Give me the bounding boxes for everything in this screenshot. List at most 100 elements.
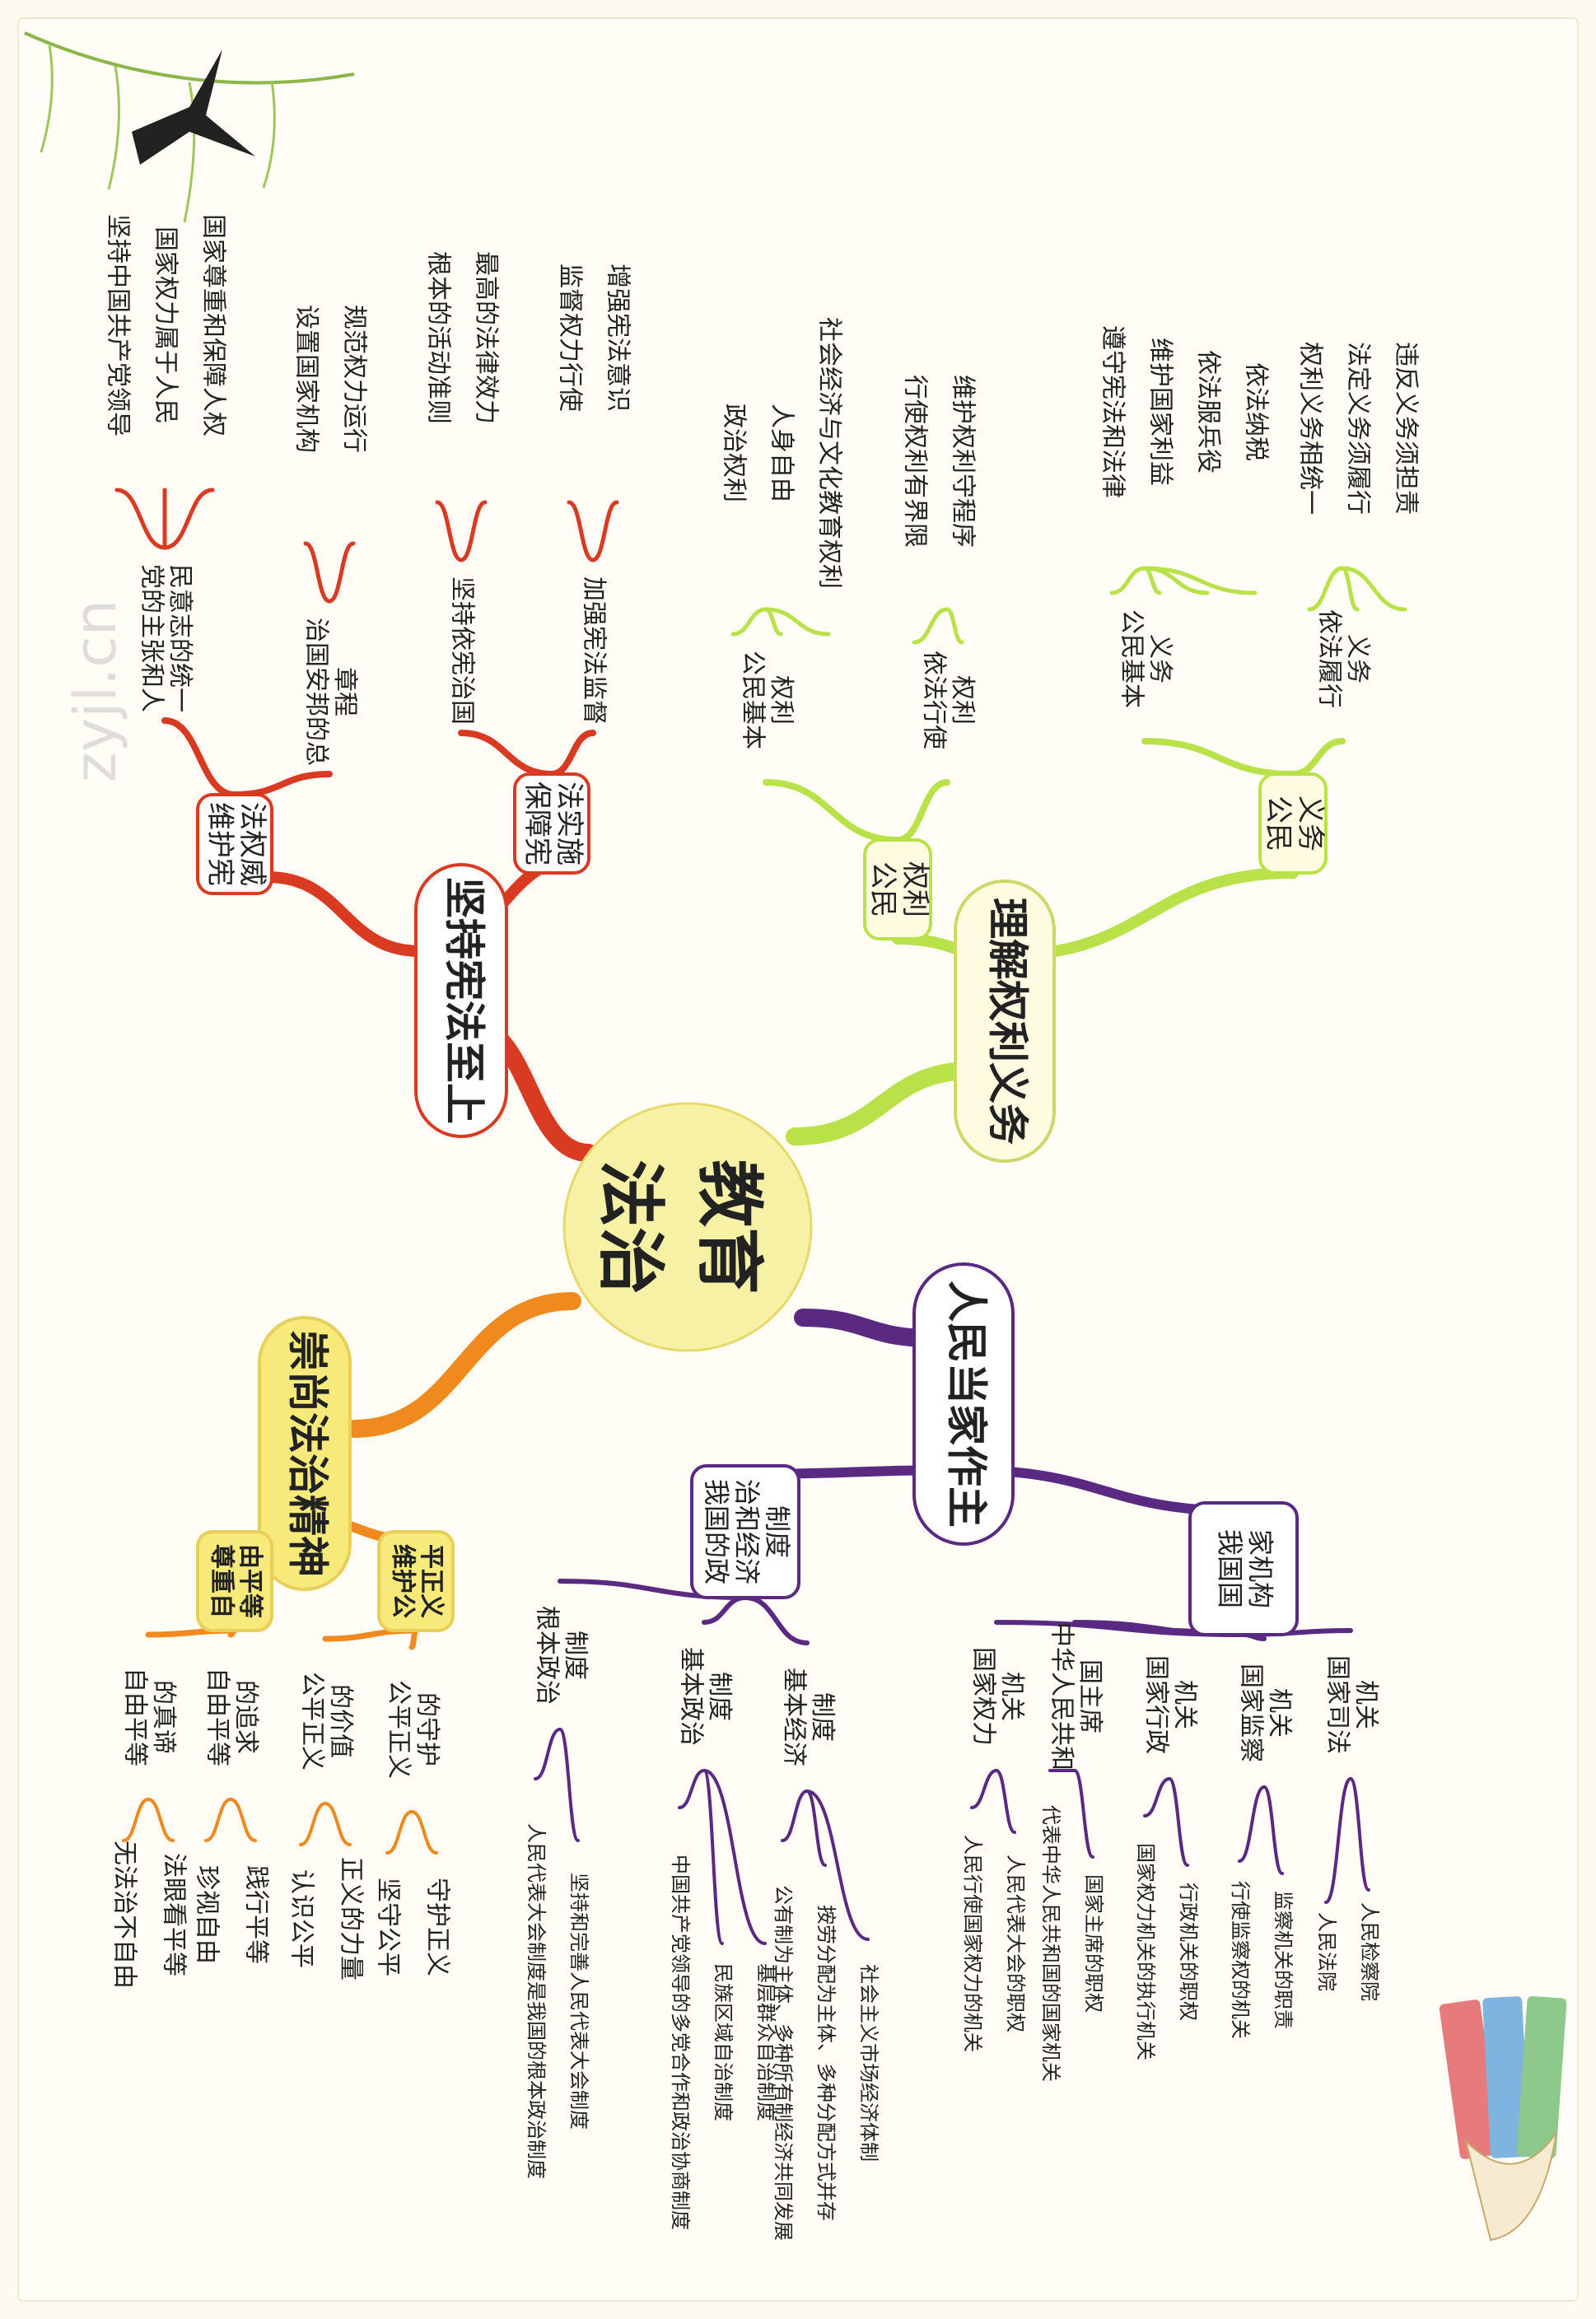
sub-label: 权利 xyxy=(898,861,931,917)
connector-line xyxy=(114,488,167,550)
sub-node[interactable] xyxy=(1188,1501,1299,1636)
connector-line xyxy=(1141,738,1296,777)
leaf-label: 中国共产党领导的多党合作和政治协商制度 xyxy=(669,1855,692,2230)
leaf-label: 国家主席的职权 xyxy=(1082,1874,1105,2013)
branch-node-rule-of-law-spirit[interactable] xyxy=(258,1316,352,1591)
group-label: 义务 xyxy=(1343,634,1372,684)
connector-line xyxy=(786,1062,981,1146)
group-label: 中华人民共和 xyxy=(1047,1622,1076,1771)
sub-label: 义务 xyxy=(1294,796,1327,852)
sub-node[interactable] xyxy=(863,838,932,940)
group-label: 国家权力 xyxy=(968,1647,997,1746)
connector-line xyxy=(229,1798,257,1842)
connector-line xyxy=(1262,1785,1284,1875)
connector-line xyxy=(1349,1777,1370,1892)
connector-line xyxy=(1168,1777,1189,1867)
leaf-label: 人民检察院 xyxy=(1358,1902,1381,2001)
connector-line xyxy=(162,488,215,550)
sub-node[interactable] xyxy=(377,1530,455,1632)
group-label: 公平正义 xyxy=(297,1672,326,1771)
connector-line xyxy=(458,730,555,777)
group-label: 基本政治 xyxy=(676,1647,705,1746)
leaf-label: 维护国家利益 xyxy=(1146,338,1175,486)
sub-label: 由平等 xyxy=(236,1544,264,1618)
connector-line xyxy=(303,541,332,604)
connector-line xyxy=(590,500,619,562)
center-node[interactable]: 法治 教育 xyxy=(562,1102,813,1352)
group-label: 国家监察 xyxy=(1236,1663,1265,1762)
group-label: 机关 xyxy=(1170,1680,1199,1729)
leaf-label: 人民代表大会制度是我国的根本政治制度 xyxy=(525,1823,548,2179)
sub-node[interactable] xyxy=(196,1530,273,1632)
group-label: 制度 xyxy=(561,1631,590,1680)
leaf-label: 维护权利守程序 xyxy=(949,375,978,548)
sub-label: 维护公 xyxy=(388,1544,417,1618)
sub-label: 法权威 xyxy=(236,802,268,886)
group-label: 机关 xyxy=(1351,1680,1380,1729)
branch-node-uphold-constitution[interactable] xyxy=(414,863,508,1138)
sub-node[interactable] xyxy=(1258,772,1328,875)
sub-node[interactable] xyxy=(196,793,273,895)
leaf-label: 人民法院 xyxy=(1315,1912,1338,1991)
connector-line xyxy=(161,717,238,798)
connector-line xyxy=(702,1769,724,1945)
branch-nodes: 坚持宪法至上维护宪法权威党的主张和人民意志的统一坚持中国共产党领导国家权力属于人… xyxy=(104,214,1421,2241)
leaf-label: 政治权利 xyxy=(720,404,749,502)
connector-line xyxy=(1238,1785,1266,1863)
leaf-label: 遵守宪法和法律 xyxy=(1099,325,1127,498)
branch-label: 理解权利义务 xyxy=(984,898,1032,1145)
leaf-label: 认识公平 xyxy=(287,1869,316,1968)
group-label: 依法履行 xyxy=(1314,609,1343,708)
connector-line xyxy=(945,607,964,645)
connector-line xyxy=(558,1728,580,1842)
leaf-label: 依法纳税 xyxy=(1242,362,1271,461)
connector-line xyxy=(435,500,464,562)
leaf-label: 无法治不自由 xyxy=(110,1841,139,1989)
group-label: 公民基本 xyxy=(738,651,767,749)
connector-line xyxy=(408,1627,419,1650)
sub-label: 保障宪 xyxy=(520,782,553,866)
leaf-label: 公有制为主体、多种所有制经济共同发展 xyxy=(772,1885,795,2241)
leaf-label: 人身自由 xyxy=(768,404,796,502)
connector-line xyxy=(567,500,595,562)
connector-line xyxy=(410,1810,438,1855)
group-label: 自由平等 xyxy=(203,1668,231,1766)
branch-label: 坚持宪法至上 xyxy=(441,877,488,1124)
leaf-label: 民族区域自治制度 xyxy=(712,1963,735,2121)
leaf-label: 国家权力属于人民 xyxy=(152,226,180,424)
connector-line xyxy=(781,1789,809,1842)
leaf-label: 规范权力运行 xyxy=(340,305,369,453)
connector-line xyxy=(459,500,488,562)
branch-node-rights-duties[interactable] xyxy=(954,880,1056,1163)
connector-line xyxy=(678,1769,706,1809)
group-label: 公平正义 xyxy=(384,1680,413,1779)
connector-line xyxy=(1324,1777,1352,1904)
group-label: 国家行政 xyxy=(1141,1655,1170,1754)
connector-line xyxy=(894,779,950,843)
sub-node[interactable] xyxy=(513,772,590,875)
group-label: 权利 xyxy=(767,675,796,725)
leaf-label: 监督权力行使 xyxy=(556,264,585,412)
leaf-label: 违反义务须担责 xyxy=(1392,342,1421,515)
sub-node[interactable] xyxy=(690,1464,800,1599)
leaf-label: 设置国家机构 xyxy=(292,305,321,453)
leaf-label: 践行平等 xyxy=(242,1865,271,1964)
connector-line xyxy=(743,1595,810,1645)
group-label: 权利 xyxy=(948,675,977,725)
leaf-label: 社会经济与文化教育权利 xyxy=(815,317,844,589)
center-label-line1: 法治 xyxy=(591,1160,670,1295)
group-label: 党的主张和人 xyxy=(137,564,166,712)
connector-line xyxy=(385,1810,413,1855)
leaf-label: 依法服兵役 xyxy=(1194,350,1223,474)
connector-line xyxy=(763,779,901,843)
sub-label: 尊重自 xyxy=(207,1544,236,1618)
leaf-label: 行使监察权的机关 xyxy=(1229,1881,1252,2039)
sub-label: 治和经济 xyxy=(731,1479,763,1584)
connector-line xyxy=(204,1798,232,1842)
sub-label: 法实施 xyxy=(553,782,586,866)
sub-label: 维护宪 xyxy=(203,802,236,886)
branch-node-people-masters[interactable] xyxy=(912,1262,1015,1546)
leaf-label: 法眼看平等 xyxy=(160,1853,189,1976)
group-label: 制度 xyxy=(705,1672,734,1721)
leaf-label: 人民代表大会的职权 xyxy=(1004,1855,1027,2032)
